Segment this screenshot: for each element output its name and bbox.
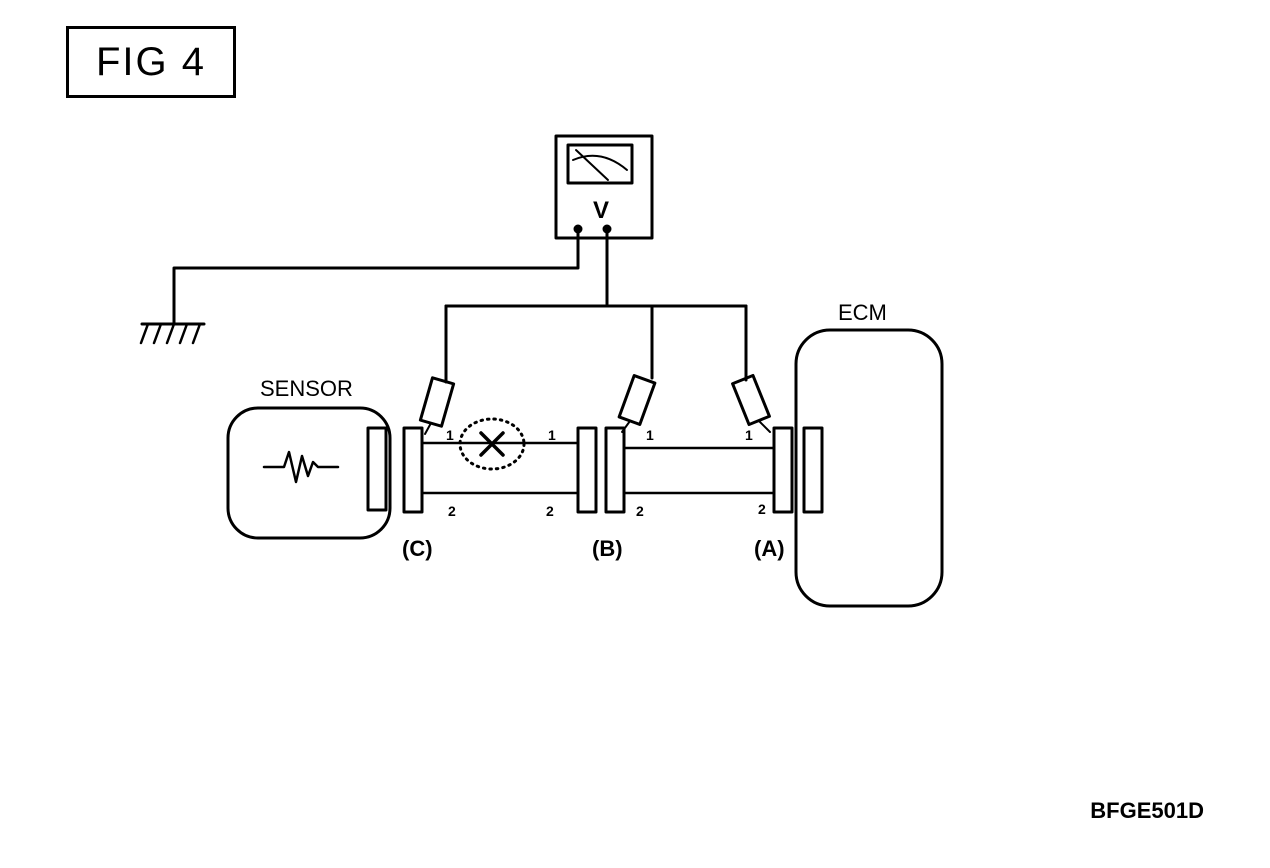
pin-label-b-left-2: 2	[546, 503, 554, 519]
connector-a-label: (A)	[754, 536, 785, 561]
probe-b	[617, 374, 657, 433]
meter-needle	[575, 149, 609, 181]
ground-icon	[139, 322, 206, 345]
analog-meter-icon	[566, 143, 634, 185]
meter-scale-arc	[572, 154, 628, 171]
connector-c	[402, 426, 424, 514]
sensor-connector	[366, 426, 388, 512]
sensor-signal-icon	[262, 450, 340, 484]
ecm-label: ECM	[838, 300, 887, 325]
voltmeter	[554, 134, 654, 240]
probe-a	[731, 373, 771, 433]
pin-label-b-right-1: 1	[646, 427, 654, 443]
sensor-box	[226, 406, 392, 540]
ground-lead-wire	[172, 230, 580, 326]
pin-label-a-2: 2	[758, 501, 766, 517]
ecm-connector	[802, 426, 824, 514]
pin-label-c-1: 1	[446, 427, 454, 443]
connector-b-left	[576, 426, 598, 514]
probe-c	[418, 376, 456, 435]
voltmeter-symbol: V	[593, 197, 609, 224]
connector-b-right	[604, 426, 626, 514]
voltmeter-body	[554, 134, 654, 240]
connector-c-label: (C)	[402, 536, 433, 561]
figure-code: BFGE501D	[1090, 798, 1204, 823]
open-circuit-mark-icon	[458, 417, 526, 471]
figure-label-box: FIG 4	[66, 26, 236, 98]
pin-label-b-left-1: 1	[548, 427, 556, 443]
connector-a	[772, 426, 794, 514]
pin-label-b-right-2: 2	[636, 503, 644, 519]
connector-b-label: (B)	[592, 536, 623, 561]
ecm-box	[794, 328, 944, 608]
pin-label-a-1: 1	[745, 427, 753, 443]
figure-label: FIG 4	[95, 39, 207, 84]
pin-label-c-2: 2	[448, 503, 456, 519]
sensor-label: SENSOR	[260, 376, 353, 401]
